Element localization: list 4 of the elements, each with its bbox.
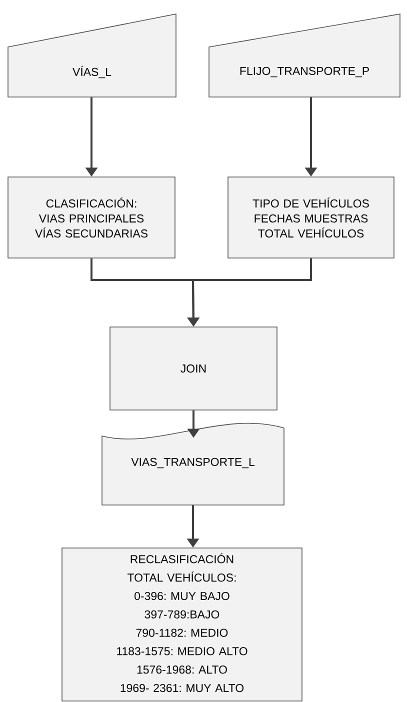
process-box: RECLASIFICACIÓN TOTAL VEHÍCULOS: 0-396: MUY BAJO 397-789:BAJO 790-1182: MEDIO 1183-1575: MEDIO ALTO 1576-1968: ALTO 1969- 2361: MUY ALTO bbox=[62, 548, 302, 702]
process-box: TIPO DE VEHÍCULOS FECHAS MUESTRAS TOTAL VEHÍCULOS bbox=[228, 176, 394, 258]
process-box: JOIN bbox=[110, 326, 278, 410]
process-box: CLASIFICACIÓN: VIAS PRINCIPALES VÍAS SECUNDARIAS bbox=[8, 176, 176, 258]
